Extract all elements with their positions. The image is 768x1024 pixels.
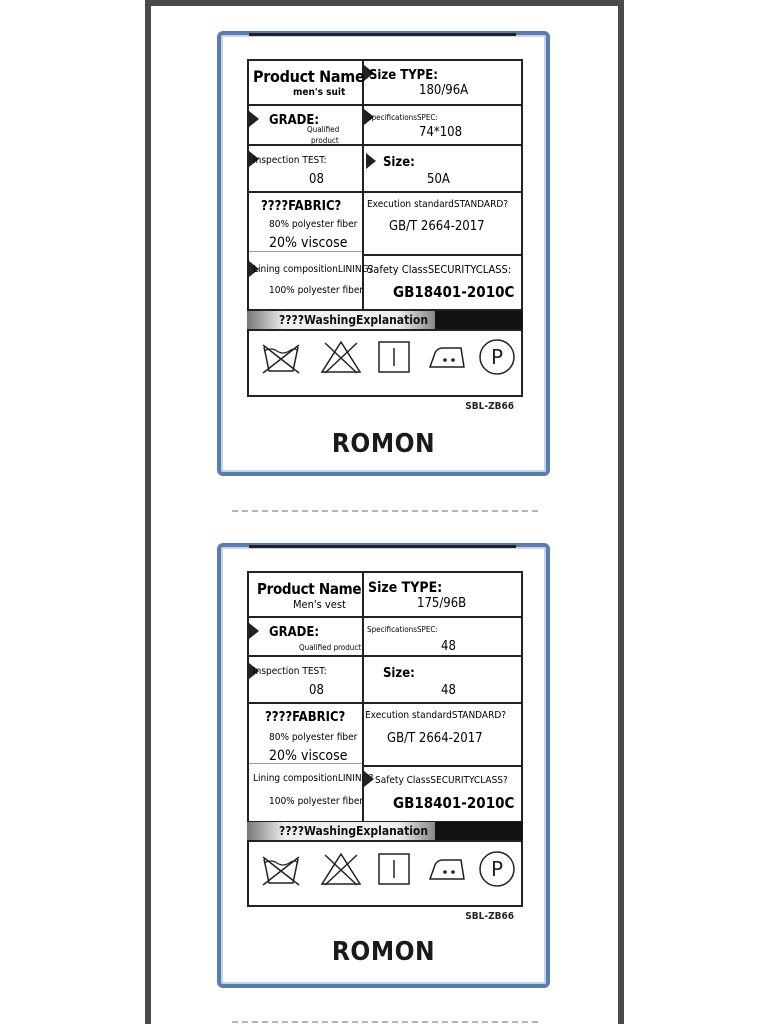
cut-line xyxy=(232,1021,538,1023)
grade-value: Qualified xyxy=(307,125,340,134)
execution-value: GB/T 2664-2017 xyxy=(387,731,483,746)
safety-label: Safety ClassSECURITYCLASS: xyxy=(367,263,512,276)
pointer-icon xyxy=(364,771,374,787)
size-type-label: Size TYPE: xyxy=(369,68,438,83)
execution-label: Execution standardSTANDARD? xyxy=(365,710,507,721)
care-icons: P xyxy=(249,335,521,395)
pointer-icon xyxy=(249,111,259,127)
lining-label: Lining compositionLINING? xyxy=(253,773,374,784)
pointer-icon xyxy=(364,109,374,125)
lining-value: 100% polyester fiber xyxy=(269,285,364,296)
spec-value: 74*108 xyxy=(419,125,463,140)
product-code: SBL-ZB66 xyxy=(465,401,514,412)
spec-label: SpecificationsSPEC: xyxy=(367,625,438,634)
inspection-label: Inspection TEST: xyxy=(253,666,327,677)
iron-medium-icon xyxy=(428,347,465,368)
label-card-vest: Product Name Men's vest Size TYPE: 175/9… xyxy=(217,543,550,988)
product-name-label: Product Name xyxy=(253,67,365,86)
no-wash-icon xyxy=(262,856,300,886)
spec-label: SpecificationsSPEC: xyxy=(367,113,438,122)
grade-value: Qualified product xyxy=(299,643,362,652)
no-bleach-icon xyxy=(320,852,362,886)
fabric-line-1: 80% polyester fiber xyxy=(269,732,358,743)
lining-value: 100% polyester fiber xyxy=(269,796,364,807)
washing-label: ????WashingExplanation xyxy=(279,824,429,838)
pointer-icon xyxy=(249,663,259,679)
inspection-value: 08 xyxy=(309,172,324,187)
lining-label: Lining compositionLINING? xyxy=(253,264,374,275)
size-value: 48 xyxy=(441,683,456,698)
washing-bar: ????WashingExplanation xyxy=(247,311,523,329)
brand-name: ROMON xyxy=(331,429,436,459)
label-card-suit: Product Name men's suit Size TYPE: 180/9… xyxy=(217,31,550,476)
pointer-icon xyxy=(366,153,376,169)
size-type-value: 180/96A xyxy=(419,83,469,98)
fabric-label: ????FABRIC? xyxy=(265,710,346,725)
no-bleach-icon xyxy=(320,340,362,374)
tumble-dry-line-icon xyxy=(378,853,410,885)
safety-value: GB18401-2010C xyxy=(393,794,515,812)
fabric-line-2: 20% viscose xyxy=(269,748,348,764)
svg-text:P: P xyxy=(491,857,503,881)
product-name-label: Product Name xyxy=(257,580,362,598)
iron-medium-icon xyxy=(428,859,465,880)
safety-label: Safety ClassSECURITYCLASS? xyxy=(375,775,508,786)
svg-text:P: P xyxy=(491,345,503,369)
execution-label: Execution standardSTANDARD? xyxy=(367,199,509,210)
dry-clean-p-icon: P xyxy=(479,851,515,887)
no-wash-icon xyxy=(262,344,300,374)
safety-value: GB18401-2010C xyxy=(393,283,515,301)
spec-value: 48 xyxy=(441,639,456,654)
washing-bar: ????WashingExplanation xyxy=(247,822,523,840)
product-code: SBL-ZB66 xyxy=(465,911,514,922)
grade-label: GRADE: xyxy=(269,625,320,640)
inspection-value: 08 xyxy=(309,683,324,698)
grade-label: GRADE: xyxy=(269,113,320,128)
pointer-icon xyxy=(364,65,374,81)
pointer-icon xyxy=(249,151,259,167)
execution-value: GB/T 2664-2017 xyxy=(389,219,485,234)
label-table: Product Name Men's vest Size TYPE: 175/9… xyxy=(247,571,523,907)
fabric-line-2: 20% viscose xyxy=(269,235,348,251)
fabric-line-1: 80% polyester fiber xyxy=(269,219,358,230)
pointer-icon xyxy=(249,623,259,639)
size-label: Size: xyxy=(383,666,415,681)
tumble-dry-line-icon xyxy=(378,341,410,373)
size-type-value: 175/96B xyxy=(417,596,467,611)
pointer-icon xyxy=(249,261,259,277)
brand-name: ROMON xyxy=(331,937,436,967)
care-icons: P xyxy=(249,847,521,907)
grade-value-2: product xyxy=(311,136,339,145)
dry-clean-p-icon: P xyxy=(479,339,515,375)
product-name-value: men's suit xyxy=(293,87,346,98)
label-table: Product Name men's suit Size TYPE: 180/9… xyxy=(247,59,523,397)
washing-label: ????WashingExplanation xyxy=(279,313,429,327)
size-value: 50A xyxy=(427,172,450,187)
size-type-label: Size TYPE: xyxy=(368,580,443,596)
cut-line xyxy=(232,510,538,512)
product-name-value: Men's vest xyxy=(293,598,346,611)
size-label: Size: xyxy=(383,155,415,170)
fabric-label: ????FABRIC? xyxy=(261,199,342,214)
inspection-label: Inspection TEST: xyxy=(253,155,327,166)
